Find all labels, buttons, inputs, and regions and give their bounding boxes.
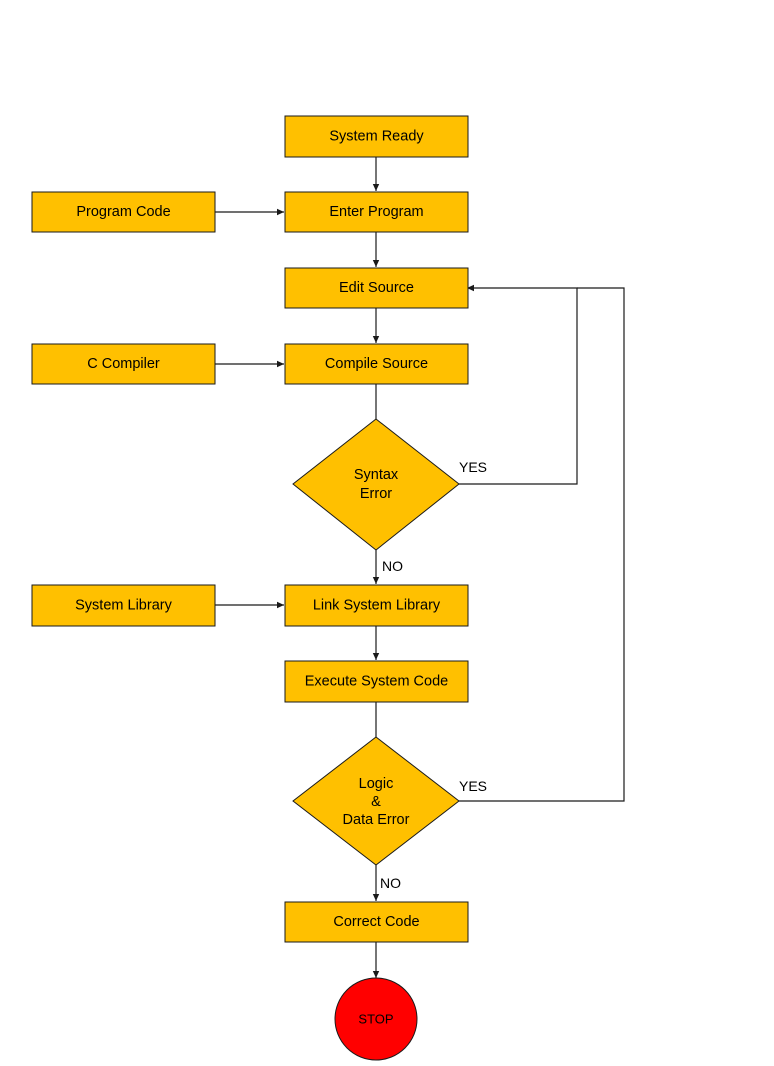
link-system-library-label: Link System Library bbox=[313, 598, 441, 614]
process-boxes bbox=[31, 115, 469, 943]
c-compiler-box bbox=[31, 343, 216, 385]
syntax-error-diamond bbox=[292, 418, 460, 551]
logic-data-error-diamond bbox=[292, 736, 460, 866]
correct-code-label: Correct Code bbox=[333, 914, 419, 930]
c-compiler-label: C Compiler bbox=[87, 356, 160, 372]
execute-system-code-label: Execute System Code bbox=[305, 674, 448, 690]
link-system-library-box bbox=[284, 584, 469, 627]
stop-terminal bbox=[334, 977, 418, 1061]
node-labels: System Ready Program Code Enter Program … bbox=[75, 129, 448, 1027]
syntax-error-label-line-2: Error bbox=[360, 486, 392, 502]
program-code-label: Program Code bbox=[76, 204, 170, 220]
edit-source-label: Edit Source bbox=[339, 280, 414, 296]
logic-data-error-label-line-2: & bbox=[371, 794, 381, 810]
compile-source-label: Compile Source bbox=[325, 356, 428, 372]
enter-program-label: Enter Program bbox=[329, 204, 423, 220]
system-ready-box bbox=[284, 115, 469, 158]
syntax-error-label-line-1: Syntax bbox=[354, 467, 399, 483]
program-code-box bbox=[31, 191, 216, 233]
decision-diamonds bbox=[292, 418, 460, 866]
edge-labels: YES NO YES NO bbox=[380, 459, 487, 891]
edge-logic-yes-loop bbox=[459, 287, 625, 802]
logic-no-label: NO bbox=[380, 875, 401, 891]
correct-code-box bbox=[284, 901, 469, 943]
execute-system-code-box bbox=[284, 660, 469, 703]
enter-program-box bbox=[284, 191, 469, 233]
edge-syntax-yes-loop bbox=[459, 284, 578, 485]
system-library-box bbox=[31, 584, 216, 627]
edit-source-box bbox=[284, 267, 469, 309]
syntax-no-label: NO bbox=[382, 558, 403, 574]
connectors bbox=[215, 157, 625, 978]
system-ready-label: System Ready bbox=[329, 129, 424, 145]
logic-data-error-label-line-3: Data Error bbox=[343, 812, 410, 828]
stop-label: STOP bbox=[358, 1012, 393, 1027]
system-library-label: System Library bbox=[75, 598, 172, 614]
logic-data-error-label-line-1: Logic bbox=[359, 776, 394, 792]
syntax-yes-label: YES bbox=[459, 459, 487, 475]
compile-source-box bbox=[284, 343, 469, 385]
logic-yes-label: YES bbox=[459, 778, 487, 794]
